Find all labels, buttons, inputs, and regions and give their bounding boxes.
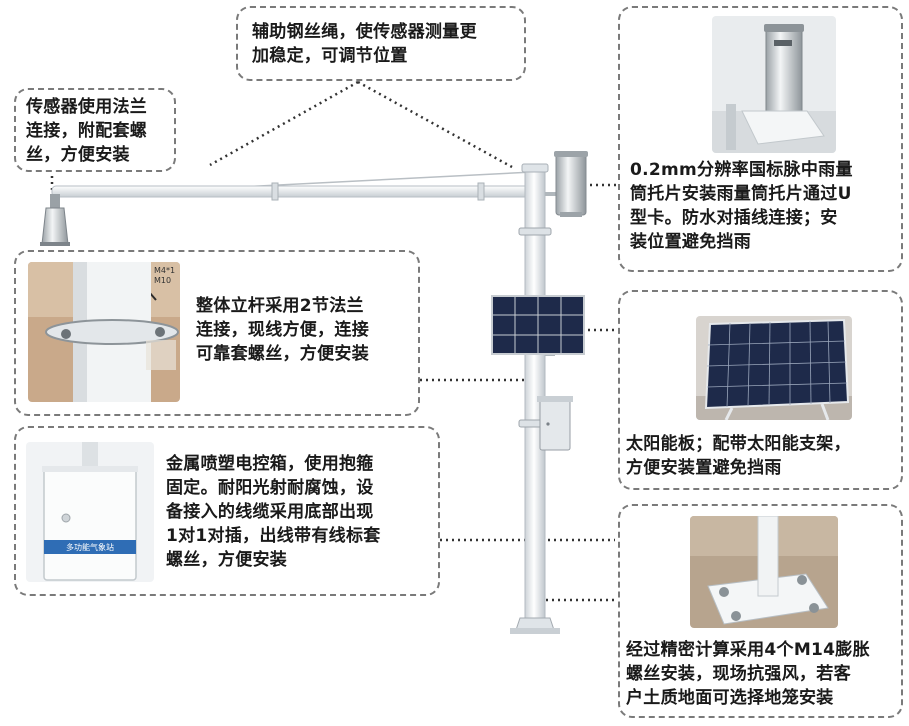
callout-control-box: 多功能气象站 金属喷塑电控箱，使用抱箍 固定。耐阳光射耐腐蚀，设 备接入的线缆采… (14, 426, 440, 596)
pole-flange-text: 整体立杆采用2节法兰 连接，现线方便，连接 可靠套螺丝，方便安装 (196, 296, 369, 364)
flange-sensor (40, 194, 70, 246)
pole-flange-photo: M4*1 M10 (28, 262, 180, 402)
flange-sensor-text: 传感器使用法兰 连接，附配套螺 丝，方便安装 (26, 97, 148, 165)
pole-flange-joint (518, 227, 552, 236)
callout-solar-panel: 太阳能板；配带太阳能支架， 方便安装置避免挡雨 (618, 290, 903, 490)
control-box-photo: 多功能气象站 (26, 442, 154, 582)
control-box (537, 396, 573, 451)
rain-gauge (545, 151, 588, 217)
leader-wire-rope (209, 80, 359, 167)
rain-gauge-photo (712, 16, 836, 153)
pole-top-cap (521, 163, 549, 173)
callout-wire-rope: 辅助钢丝绳，使传感器测量更 加稳定，可调节位置 (236, 6, 526, 81)
leader-lines (50, 80, 618, 602)
rain-gauge-text: 0.2mm分辨率国标脉中雨量 筒托片安装雨量筒托片通过U 型卡。防水对插线连接；… (630, 160, 853, 252)
solar-panel-photo (696, 316, 852, 420)
solar-panel (491, 295, 585, 356)
solar-panel-text: 太阳能板；配带太阳能支架， 方便安装置避免挡雨 (626, 434, 851, 478)
callout-base-bolts: 经过精密计算采用4个M14膨胀 螺丝安装，现场抗强风，若客 户土质地面可选择地笼… (618, 504, 903, 718)
control-box-text: 金属喷塑电控箱，使用抱箍 固定。耐阳光射耐腐蚀，设 备接入的线缆采用底部出现 1… (166, 454, 381, 570)
control-box-label: 多功能气象站 (66, 543, 114, 552)
arm-clamp (271, 182, 279, 201)
horizontal-arm (51, 185, 543, 198)
callout-pole-flange: M4*1 M10 整体立杆采用2节法兰 连接，现线方便，连接 可靠套螺丝，方便安… (14, 250, 420, 416)
wire-rope-text: 辅助钢丝绳，使传感器测量更 加稳定，可调节位置 (252, 22, 477, 66)
callout-rain-gauge: 0.2mm分辨率国标脉中雨量 筒托片安装雨量筒托片通过U 型卡。防水对插线连接；… (618, 6, 903, 272)
pole-photo-label: M4*1 M10 (154, 266, 176, 285)
base-bolts-photo (690, 516, 838, 628)
pole-base (510, 617, 560, 634)
callout-flange-sensor: 传感器使用法兰 连接，附配套螺 丝，方便安装 (14, 88, 176, 172)
base-bolts-text: 经过精密计算采用4个M14膨胀 螺丝安装，现场抗强风，若客 户土质地面可选择地笼… (626, 640, 870, 708)
arm-clamp (477, 182, 485, 201)
leader-wire-rope-right (357, 80, 513, 169)
